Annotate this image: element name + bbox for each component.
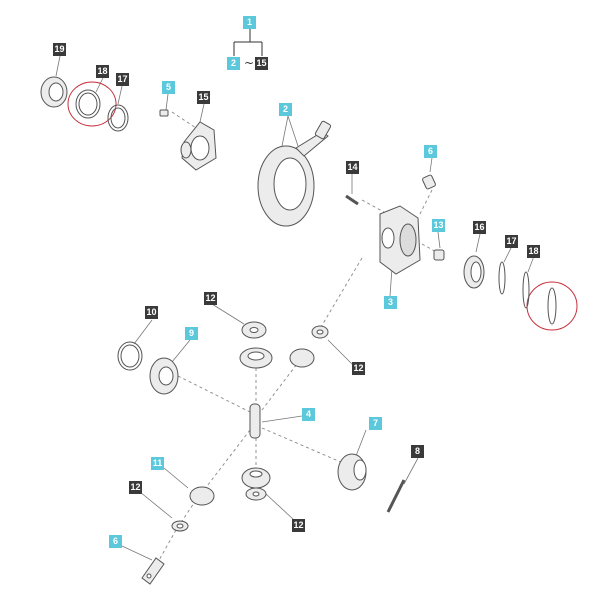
callout-9: 9 [185, 327, 198, 340]
legend-range-separator: ~ [244, 56, 255, 70]
part-17-washer-right [498, 261, 506, 295]
callout-18-right: 18 [527, 245, 540, 258]
leader-lines [55, 55, 535, 561]
callout-13: 13 [432, 219, 445, 232]
callout-7: 7 [369, 417, 382, 430]
callout-19: 19 [53, 43, 66, 56]
legend-parent-tag: 1 [243, 16, 256, 29]
callout-15: 15 [197, 91, 210, 104]
part-thrust-washer-right [289, 348, 315, 368]
part-5-bolt [159, 109, 169, 117]
part-10-washer [117, 341, 143, 371]
part-7-side-gear [337, 453, 367, 491]
callout-12-left: 12 [129, 481, 142, 494]
callout-10: 10 [145, 306, 158, 319]
part-8-shaft [386, 479, 406, 513]
part-12-washer-upper [241, 321, 267, 339]
callout-11: 11 [151, 457, 164, 470]
part-12-washer-left [171, 520, 189, 532]
assembly-axes [157, 111, 441, 563]
part-2-ring-gear [257, 120, 332, 227]
part-15-flange [180, 121, 217, 171]
part-3-diff-case [379, 205, 421, 275]
part-18-ring [75, 89, 101, 119]
callout-2: 2 [279, 103, 292, 116]
part-4-cross-shaft [249, 403, 261, 439]
callout-17: 17 [116, 73, 129, 86]
callout-17-right: 17 [505, 235, 518, 248]
callout-6-lower: 6 [109, 535, 122, 548]
callout-5: 5 [162, 81, 175, 94]
legend-range-start-tag: 2 [227, 57, 240, 70]
part-18-ring-right [522, 271, 530, 309]
part-12-washer-lower [245, 487, 267, 501]
callout-6: 6 [424, 145, 437, 158]
callout-14: 14 [346, 161, 359, 174]
callout-3: 3 [384, 296, 397, 309]
legend-range-end-tag: 15 [255, 57, 268, 70]
part-11-thrust-washer [189, 486, 215, 506]
callout-8: 8 [411, 445, 424, 458]
callout-4: 4 [302, 408, 315, 421]
part-12-washer-right [311, 325, 329, 339]
part-16-bearing [463, 255, 485, 289]
callout-18: 18 [96, 65, 109, 78]
part-pinion-lower [241, 467, 271, 489]
part-9-side-gear [149, 357, 179, 395]
callout-12-upper: 12 [204, 292, 217, 305]
part-6-pin-upper [422, 174, 436, 190]
part-13-bolt [433, 249, 445, 261]
part-pinion-upper [239, 347, 273, 369]
callout-12-lower: 12 [292, 519, 305, 532]
highlight-ring-18b [526, 281, 578, 331]
part-19-seal [40, 76, 68, 108]
part-6-pin-lower [141, 557, 165, 585]
callout-12-right: 12 [352, 362, 365, 375]
callout-16: 16 [473, 221, 486, 234]
part-18-highlight [547, 287, 557, 325]
legend-bracket [233, 28, 263, 56]
part-17-washer [107, 104, 129, 132]
highlight-ring-18a [67, 81, 117, 127]
part-14-pin [345, 194, 359, 206]
